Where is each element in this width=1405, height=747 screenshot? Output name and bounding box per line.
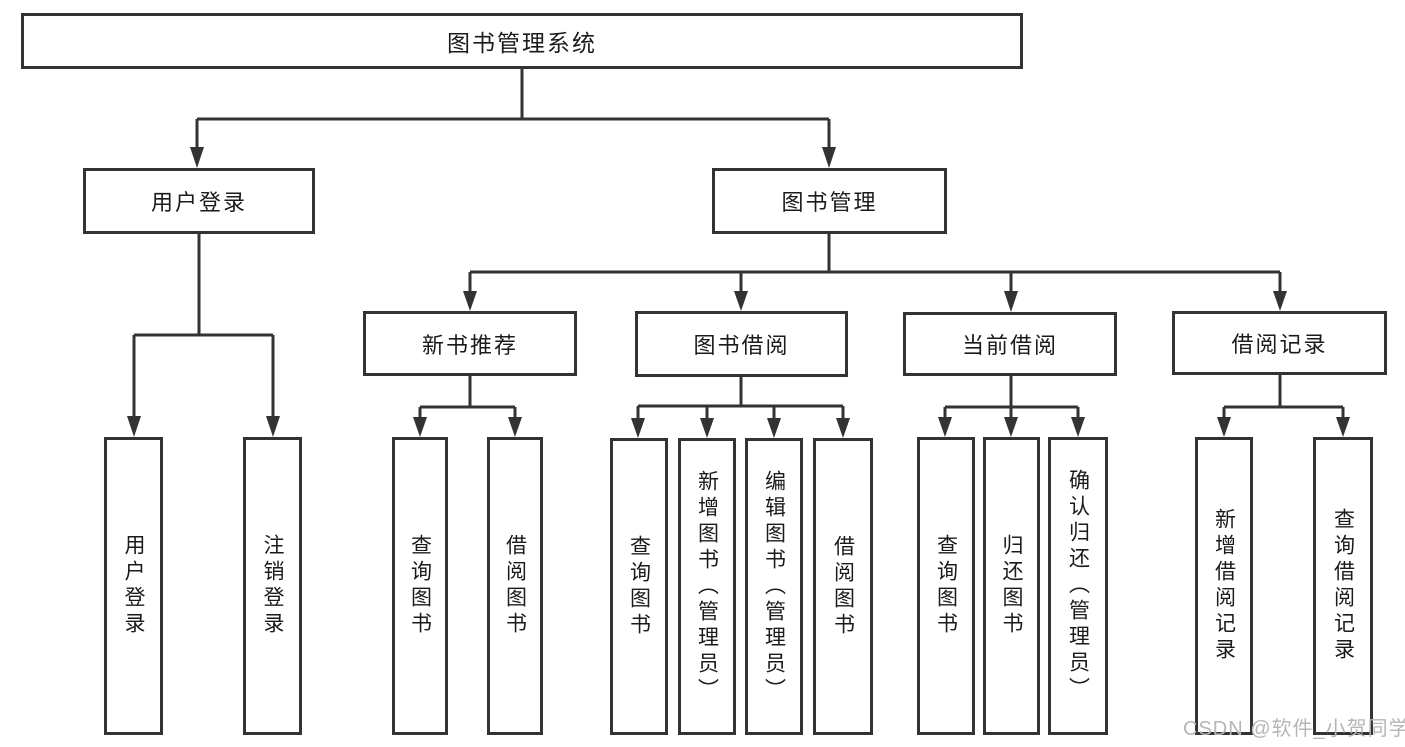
leaf-borrow-books: 借阅图书 [813, 438, 873, 735]
leaf-user-login: 用户登录 [104, 437, 163, 735]
node-user-login: 用户登录 [83, 168, 315, 234]
leaf-edit-books-admin: 编辑图书（管理员） [745, 438, 803, 735]
leaf-add-books-admin: 新增图书（管理员） [678, 438, 736, 735]
node-book-borrowing: 图书借阅 [635, 311, 848, 377]
leaf-query-books-current: 查询图书 [917, 437, 975, 735]
leaf-borrow-books-recommend: 借阅图书 [487, 437, 543, 735]
leaf-query-books-borrowing: 查询图书 [610, 438, 668, 735]
node-book-management: 图书管理 [712, 168, 947, 234]
node-library-management-system: 图书管理系统 [21, 13, 1023, 69]
leaf-logout: 注销登录 [243, 437, 302, 735]
leaf-confirm-return-admin: 确认归还（管理员） [1048, 437, 1108, 735]
leaf-return-books: 归还图书 [983, 437, 1040, 735]
leaf-query-books-recommend: 查询图书 [392, 437, 448, 735]
csdn-watermark: CSDN @软件_小贺同学 [1183, 718, 1405, 740]
node-current-borrowing: 当前借阅 [903, 312, 1117, 376]
leaf-query-borrow-record: 查询借阅记录 [1313, 437, 1373, 735]
leaf-add-borrow-record: 新增借阅记录 [1195, 437, 1253, 735]
node-borrowing-records: 借阅记录 [1172, 311, 1387, 375]
node-new-book-recommendation: 新书推荐 [363, 311, 577, 376]
